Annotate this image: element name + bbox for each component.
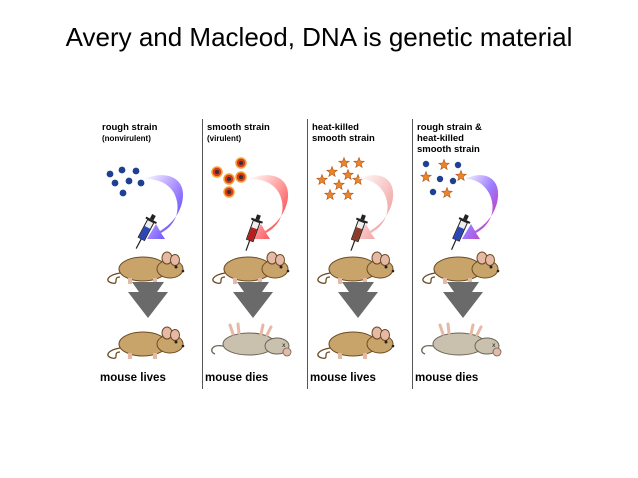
panel-sublabel: (nonvirulent) — [102, 134, 151, 143]
panel-label-line-1: heat-killed — [312, 122, 359, 133]
panel-label: smooth strain (virulent) — [207, 122, 270, 144]
mouse-alive-icon — [212, 251, 290, 284]
outcome-label: mouse dies — [205, 372, 269, 384]
panel-label: rough strain & heat-killed smooth strain — [417, 122, 482, 155]
heat-killed-bacterium-icon — [323, 188, 337, 201]
down-arrow-icon — [128, 282, 168, 318]
mouse-dead-icon: x — [421, 322, 502, 357]
mouse-outcome-icon — [107, 326, 185, 359]
panel-label: heat-killed smooth strain — [312, 122, 375, 144]
mouse-outcome-icon — [317, 326, 395, 359]
outcome-label: mouse dies — [415, 372, 479, 384]
down-arrow-icon — [233, 282, 273, 318]
panel-smooth-strain: smooth strain (virulent) — [203, 117, 307, 389]
curved-arrow-icon — [144, 175, 184, 239]
panel-label-line-1: rough strain & — [417, 122, 482, 133]
down-arrow-icon — [338, 282, 378, 318]
heat-killed-bacterium-icon — [332, 178, 346, 191]
heat-killed-bacterium-icon — [315, 173, 329, 186]
syringe-icon — [450, 214, 471, 250]
mouse-alive-icon — [317, 251, 395, 284]
panel-label-line-1: smooth strain — [207, 122, 270, 133]
heat-killed-bacterium-icon — [341, 188, 355, 201]
curved-arrow-icon — [357, 175, 394, 239]
heat-killed-bacterium-icon — [440, 186, 454, 199]
panel-divider — [202, 119, 203, 389]
panel-label-line-2: heat-killed — [417, 133, 464, 144]
panel-mixed-strains: rough strain & heat-killed smooth strain — [413, 117, 517, 389]
panel-divider — [412, 119, 413, 389]
panel-art — [315, 156, 395, 359]
syringe-icon — [245, 214, 263, 251]
panel-sublabel: (virulent) — [207, 134, 242, 143]
panel-art: x — [211, 157, 292, 357]
heat-killed-bacterium-icon — [419, 170, 433, 183]
mouse-alive-icon — [422, 251, 500, 284]
panel-art: x — [419, 158, 502, 357]
mouse-alive-icon — [107, 251, 185, 284]
slide-title: Avery and Macleod, DNA is genetic materi… — [65, 22, 573, 52]
panel-art — [106, 166, 185, 359]
heat-killed-bacterium-icon — [337, 156, 351, 169]
heat-killed-bacterium-icon — [351, 173, 365, 186]
svg-text:x: x — [282, 342, 286, 349]
panel-rough-strain: rough strain (nonvirulent) — [98, 117, 202, 389]
panel-heat-killed: heat-killed smooth strain mouse — [308, 117, 412, 389]
heat-killed-bacteria-icon — [315, 156, 366, 201]
curved-arrow-icon — [462, 175, 499, 239]
syringe-icon — [135, 214, 157, 249]
panel-label-line-2: smooth strain — [312, 133, 375, 144]
panel-label-line-1: rough strain — [102, 122, 158, 133]
heat-killed-bacterium-icon — [454, 169, 468, 182]
panel-label-line-3: smooth strain — [417, 144, 480, 155]
outcome-label: mouse lives — [310, 372, 376, 384]
mixed-bacteria-icon — [419, 158, 468, 199]
rough-bacteria-icon — [106, 166, 145, 197]
heat-killed-bacterium-icon — [437, 158, 451, 171]
panel-label: rough strain (nonvirulent) — [102, 122, 157, 144]
smooth-bacteria-icon — [211, 157, 247, 198]
mouse-dead-icon: x — [211, 322, 292, 357]
curved-arrow-icon — [249, 175, 289, 239]
heat-killed-bacterium-icon — [352, 156, 366, 169]
outcome-label: mouse lives — [100, 372, 166, 384]
syringe-icon — [350, 214, 368, 251]
heat-killed-bacterium-icon — [325, 165, 339, 178]
svg-text:x: x — [492, 342, 496, 349]
down-arrow-icon — [443, 282, 483, 318]
experiment-diagram: rough strain (nonvirulent) — [98, 117, 513, 389]
panel-divider — [307, 119, 308, 389]
heat-killed-bacterium-icon — [341, 168, 355, 181]
